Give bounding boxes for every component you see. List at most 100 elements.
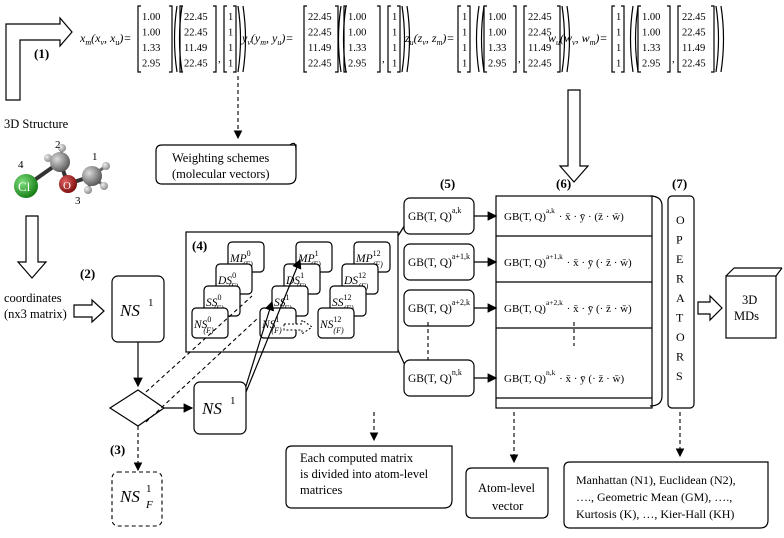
atom-line1: Atom-level [478, 481, 535, 495]
formula-y-w-cell: 1.33 [348, 43, 366, 54]
results-bracket [649, 195, 663, 407]
stack-card-ns [317, 307, 355, 339]
weighting-formulas: xm(xv, xu)=1.001.001.332.9522.4522.4511.… [79, 5, 725, 73]
cl-label: Cl [18, 179, 31, 194]
gb-row-1: GB(T, Q)a+1,kGB(T, Q)a+1,k · x̄ · ȳ (· z… [403, 243, 652, 283]
formula-x-vec-cell: 1.33 [142, 43, 160, 54]
comma: , [382, 53, 385, 65]
split-note: Each computed matrix is divided into ato… [285, 445, 453, 509]
formula-w-lhs: wu(wv, wm)= [548, 31, 607, 47]
paren-close-2 [242, 5, 247, 73]
formula-x-vec-cell: 2.95 [142, 59, 160, 70]
operators-letter: O [676, 213, 685, 227]
formula-w-vec-cell: 1 [616, 12, 621, 23]
ops-line2: …., Geometric Mean (GM), …., [576, 490, 732, 504]
dashed-link-1 [145, 295, 253, 393]
paren-close [561, 5, 566, 73]
formula-z-w-cell: 2.95 [488, 59, 506, 70]
stack-card-ns [191, 307, 229, 339]
formula-x-vec-cell: 1.00 [142, 28, 160, 39]
formula-y-ones-cell: 1 [392, 59, 397, 70]
mds-line2: MDs [734, 309, 759, 323]
formula-y-vec-cell: 11.49 [308, 43, 331, 54]
split-line3: matrices [300, 483, 342, 497]
gb-row-3: GB(T, Q)n,kGB(T, Q)n,k · x̄ · ȳ (· z̄ · … [403, 359, 652, 399]
formula-x-ones-cell: 1 [228, 43, 233, 54]
formula-y-w-cell: 2.95 [348, 59, 366, 70]
formula-w-w-left [637, 5, 641, 73]
operators-letter: A [676, 291, 685, 305]
gb-row-0: GB(T, Q)a,kGB(T, Q)a,k · x̄ · ȳ · (z̄ · … [403, 197, 652, 237]
split-line1: Each computed matrix [300, 451, 414, 465]
nsf-text: NS [119, 487, 140, 506]
formula-w-w-right [667, 5, 671, 73]
nsf-sub: F [145, 499, 153, 511]
gb-result: GB(T, Q)a+1,k · x̄ · ȳ (· z̄ · w̄) [504, 252, 632, 269]
formula-x-vec-right [169, 5, 173, 73]
stack-group-1: MP1(F)DS1(F)SS1(F)NS1(F) [259, 241, 333, 339]
weighting-schemes-box: Weighting schemes (molecular vectors) [155, 142, 297, 185]
formula-y-vec-cell: 22.45 [308, 12, 332, 23]
formula-z-vec-cell: 1 [462, 12, 467, 23]
molecule-3d: Cl O 4 2 1 3 [14, 139, 110, 207]
formula-x-w-right [213, 5, 217, 73]
ns1-text: NS [119, 301, 140, 320]
paren-close-2 [566, 5, 571, 73]
formula-y-w-left [343, 5, 347, 73]
ns1-box: NS 1 [111, 275, 165, 343]
ns1-sup: 1 [148, 297, 154, 309]
formula-z-w-left [483, 5, 487, 73]
step7-label: (7) [672, 176, 687, 191]
formula-z-w2-cell: 22.45 [528, 28, 552, 39]
atom-num-4: 4 [18, 159, 24, 171]
formula-x-ones-cell: 1 [228, 59, 233, 70]
ns1b-sup: 1 [230, 395, 236, 407]
ns1-box-2: NS 1 [193, 381, 247, 435]
coordinates-line1: coordinates [4, 291, 62, 305]
arrow-ns-stack-a [245, 300, 275, 387]
formula-y-vec-left [303, 5, 307, 73]
split-line2: is divided into atom-level [300, 467, 429, 481]
step1-label: (1) [34, 46, 49, 61]
paren-close-2 [720, 5, 725, 73]
formula-x-ones-right [233, 5, 237, 73]
formula-w-w2-cell: 22.45 [682, 28, 706, 39]
formula-w-w2-cell: 22.45 [682, 59, 706, 70]
formula-y-w-right [377, 5, 381, 73]
formula-x-ones-cell: 1 [228, 12, 233, 23]
formula-x-w-cell: 22.45 [184, 12, 208, 23]
stack-group-12: MP12(F)DS12(F)SS12(F)NS12(F) [317, 241, 391, 339]
stack-label-mp: MP12(F) [355, 249, 383, 269]
nsf-box: NS 1 F [111, 471, 163, 527]
hollow-arrow-mds [697, 294, 723, 322]
operators-letter: R [676, 350, 684, 364]
ns1b-text: NS [201, 399, 222, 418]
atom-line2: vector [492, 499, 524, 513]
step3-label: (3) [110, 442, 125, 457]
atom-num-3: 3 [75, 195, 81, 207]
formula-y-vec-cell: 22.45 [308, 59, 332, 70]
stack-label-ns: NS0(F) [193, 315, 214, 335]
paren-open-2 [634, 5, 639, 73]
formula-x-w-cell: 22.45 [184, 28, 208, 39]
hollow-down-arrow [16, 215, 48, 279]
formula-z-vec-left [457, 5, 461, 73]
formula-z-w2-cell: 11.49 [528, 43, 551, 54]
paren-close [715, 5, 720, 73]
formula-x-w-left [179, 5, 183, 73]
mds-line1: 3D [742, 293, 757, 307]
formula-w: wu(wv, wm)=11111.001.001.332.95,22.4522.… [548, 5, 725, 73]
formula-z-vec-cell: 1 [462, 43, 467, 54]
formula-y: yv(ym, yu)=22.4522.4511.4922.451.001.001… [241, 5, 411, 73]
paren-open [337, 5, 342, 73]
gb-rows: GB(T, Q)a,kGB(T, Q)a,k · x̄ · ȳ · (z̄ · … [403, 197, 652, 399]
formula-y-vec-cell: 22.45 [308, 28, 332, 39]
paren-close [401, 5, 406, 73]
formula-x-lhs: xm(xv, xu)= [79, 31, 131, 47]
formula-y-ones-cell: 1 [392, 28, 397, 39]
formula-w-w-cell: 1.00 [642, 28, 660, 39]
step5-label: (5) [440, 176, 455, 191]
formula-z-w-cell: 1.00 [488, 12, 506, 23]
